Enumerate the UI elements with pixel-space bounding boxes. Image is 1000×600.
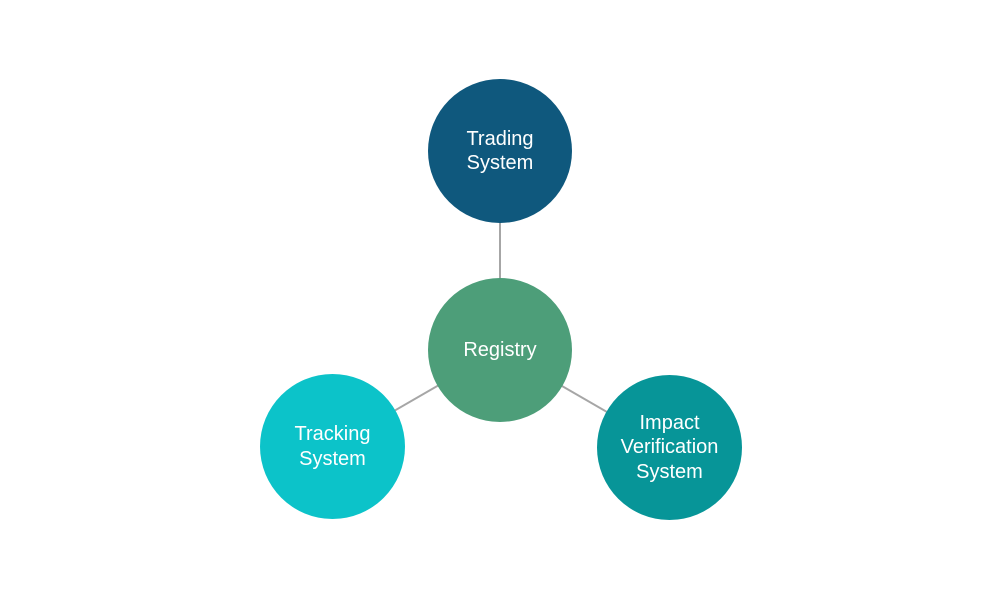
- node-impact-verification-system-label: Impact Verification System: [620, 411, 719, 483]
- node-registry: Registry: [428, 278, 572, 422]
- node-trading-system-label: Trading System: [466, 127, 534, 174]
- connector-registry-trading: [499, 151, 501, 350]
- node-trading-system: Trading System: [428, 79, 572, 223]
- node-impact-verification-system: Impact Verification System: [597, 375, 742, 520]
- node-registry-label: Registry: [463, 338, 537, 361]
- node-tracking-system-label: Tracking System: [294, 423, 371, 470]
- node-tracking-system: Tracking System: [260, 374, 405, 519]
